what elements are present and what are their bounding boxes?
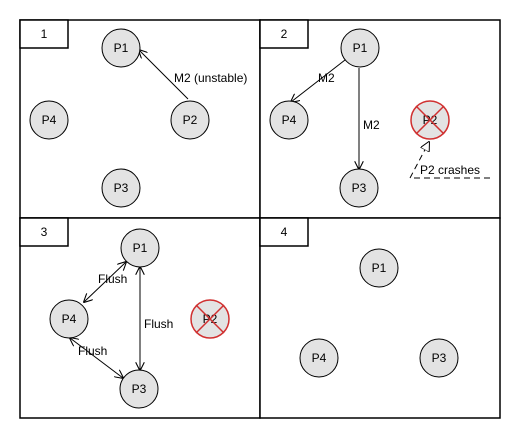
node-label: P2 bbox=[183, 113, 198, 127]
panel-3-edge-label-flush-p4-p3: Flush bbox=[78, 344, 107, 358]
panel-2-node-p3: P3 bbox=[339, 168, 379, 208]
panel-1-node-p4: P4 bbox=[29, 100, 69, 140]
panel-2-number-box bbox=[259, 19, 309, 49]
node-label: P4 bbox=[312, 351, 327, 365]
panel-3-edge-label-flush-p1-p3: Flush bbox=[144, 317, 173, 331]
panel-3-node-p2-crashed: P2 bbox=[190, 299, 230, 339]
node-label: P4 bbox=[42, 113, 57, 127]
node-label: P3 bbox=[352, 181, 367, 195]
panel-4-node-p3: P3 bbox=[419, 338, 459, 378]
panel-2-node-p1: P1 bbox=[340, 28, 380, 68]
panel-2-edge-label-m2-p3: M2 bbox=[363, 118, 380, 132]
panel-3: 3 Flush Flush Flush P1 P4 P3 P2 bbox=[19, 217, 261, 419]
panel-3-number-box bbox=[19, 217, 69, 247]
panel-1-node-p2: P2 bbox=[170, 100, 210, 140]
panel-4-frame bbox=[259, 217, 501, 419]
crash-cross-icon bbox=[195, 304, 225, 334]
panel-4-number: 4 bbox=[281, 225, 288, 239]
panel-1-node-p3: P3 bbox=[101, 168, 141, 208]
panel-4-node-p1: P1 bbox=[359, 248, 399, 288]
node-label: P3 bbox=[132, 382, 147, 396]
node-label: P4 bbox=[62, 312, 77, 326]
panel-4-number-box bbox=[259, 217, 309, 247]
node-label: P4 bbox=[282, 113, 297, 127]
node-label: P1 bbox=[114, 41, 129, 55]
panel-2-crash-note: P2 crashes bbox=[420, 163, 480, 177]
panel-4-node-p4: P4 bbox=[299, 338, 339, 378]
node-label: P1 bbox=[353, 41, 368, 55]
panel-2-edge-p1-p4 bbox=[291, 59, 346, 102]
panel-3-node-p3: P3 bbox=[119, 369, 159, 409]
panel-2: 2 M2 M2 P1 P4 P3 P2 P2 crashes bbox=[259, 19, 501, 219]
node-label: P3 bbox=[114, 181, 129, 195]
panel-3-node-p4: P4 bbox=[49, 299, 89, 339]
panel-1: 1 M2 (unstable) P1 P2 P4 P3 bbox=[19, 19, 261, 219]
crash-cross-icon bbox=[415, 105, 445, 135]
panel-3-edge-p4-p3 bbox=[70, 338, 123, 378]
panel-1-number-box bbox=[19, 19, 69, 49]
panel-2-edge-label-m2-p4: M2 bbox=[318, 71, 335, 85]
panel-1-number: 1 bbox=[41, 27, 48, 41]
panel-2-node-p2-crashed: P2 bbox=[410, 100, 450, 140]
panel-2-node-p4: P4 bbox=[269, 100, 309, 140]
panel-1-edge-p2-p1 bbox=[139, 50, 189, 100]
panel-3-edge-label-flush-p1-p4: Flush bbox=[98, 272, 127, 286]
node-label: P1 bbox=[372, 261, 387, 275]
node-label: P3 bbox=[432, 351, 447, 365]
panel-3-node-p1: P1 bbox=[120, 228, 160, 268]
node-label: P1 bbox=[133, 241, 148, 255]
panel-3-edge-p4-p1 bbox=[84, 262, 126, 302]
panel-2-crash-callout bbox=[409, 142, 490, 179]
panel-4: 4 P1 P4 P3 bbox=[259, 217, 501, 419]
panel-1-edge-label-m2: M2 (unstable) bbox=[174, 71, 247, 85]
panel-1-node-p1: P1 bbox=[101, 28, 141, 68]
panel-2-number: 2 bbox=[281, 27, 288, 41]
panel-3-number: 3 bbox=[41, 225, 48, 239]
